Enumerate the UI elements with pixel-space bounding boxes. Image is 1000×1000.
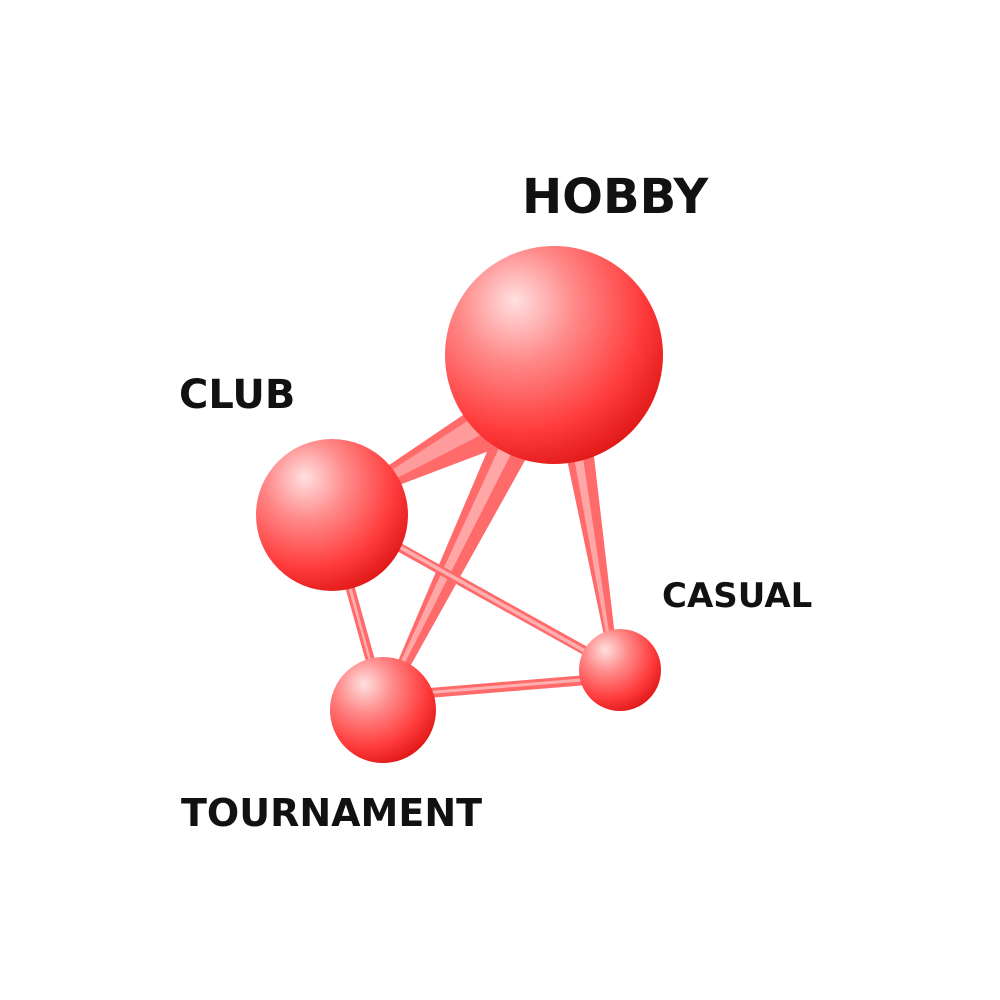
node-casual-label: CASUAL xyxy=(662,576,812,616)
node-club-sphere xyxy=(256,439,408,591)
nodes-layer xyxy=(256,246,663,763)
node-tournament-label: TOURNAMENT xyxy=(181,791,482,835)
edge-hobby-tournament-highlight xyxy=(389,446,512,688)
node-hobby-sphere xyxy=(445,246,663,464)
edge-club-tournament-highlight xyxy=(342,564,378,686)
node-tournament-sphere xyxy=(330,657,436,763)
edge-hobby-casual-highlight xyxy=(573,451,611,645)
edges-layer xyxy=(339,390,616,700)
node-hobby-label: HOBBY xyxy=(522,169,710,225)
labels-layer: HOBBY CLUB CASUAL TOURNAMENT xyxy=(179,169,812,835)
node-club-label: CLUB xyxy=(179,372,295,418)
node-casual-sphere xyxy=(579,629,661,711)
edge-club-casual-highlight xyxy=(396,544,601,661)
edge-tournament-casual-highlight xyxy=(405,677,600,696)
